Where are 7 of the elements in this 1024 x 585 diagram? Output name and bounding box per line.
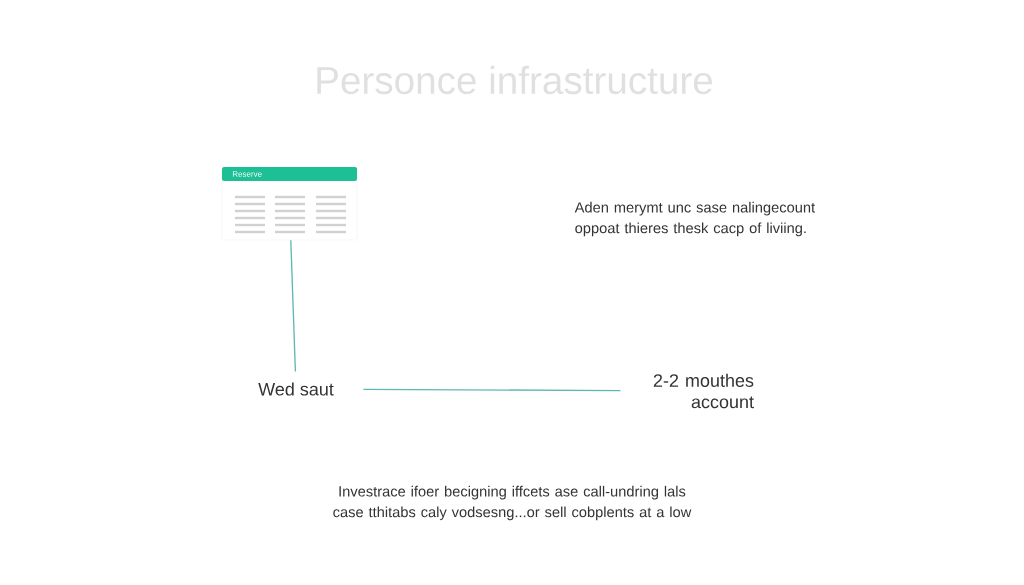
node-label: Wed saut — [258, 382, 334, 396]
table-card: Reserve — [221, 166, 358, 241]
node-label: 2-2 mouthes account — [653, 373, 754, 409]
connector-line — [362, 388, 622, 392]
description-text: Aden merymt unc sase nalingecount oppoat thieres thesk cacp of liviing. — [574, 201, 815, 237]
description-text: Investrace ifoer becigning iffcets ase call-undring lals case tthitabs caly vodsesng...or sell cobplents at a low — [333, 485, 692, 521]
connector-line — [290, 239, 297, 373]
